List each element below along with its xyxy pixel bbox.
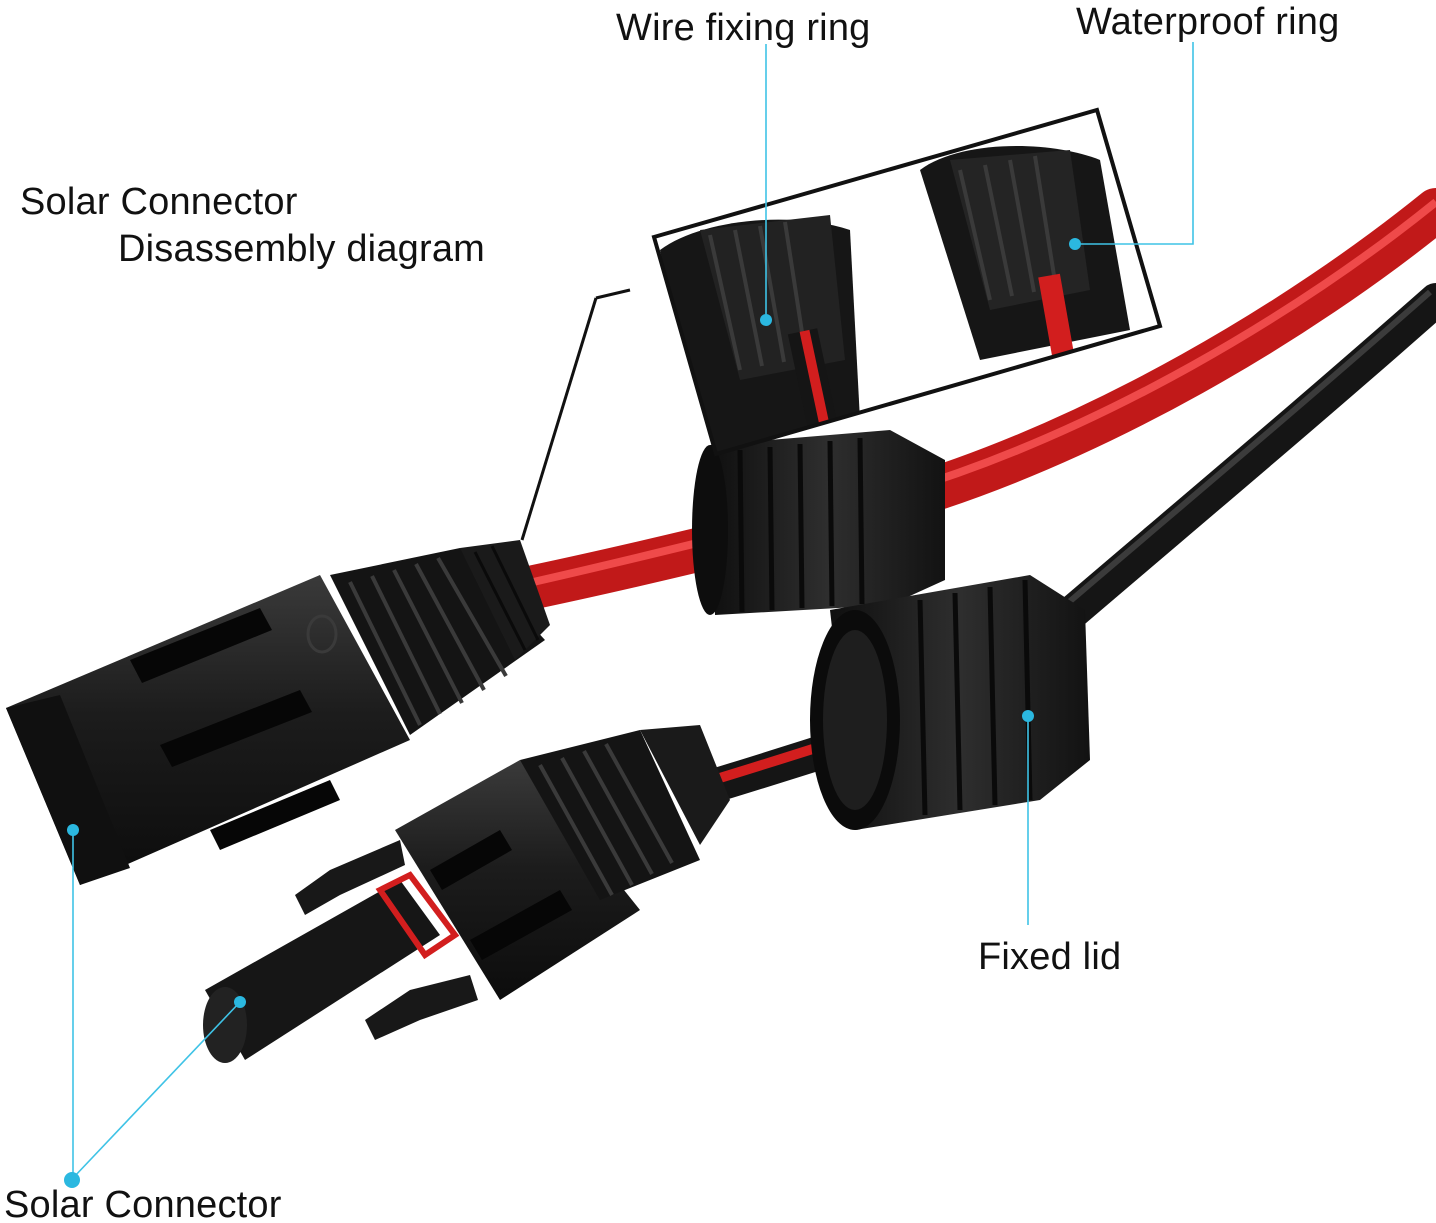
label-waterproof-ring: Waterproof ring [1076,1,1340,43]
callouts [72,42,1194,1179]
black-wire [1023,283,1436,657]
diagram-title-line-2: Disassembly diagram [118,228,486,270]
fixed-lid-cap [810,575,1090,830]
female-connector [6,540,550,885]
diagram-title-line-1: Solar Connector [20,181,298,223]
label-solar-connector: Solar Connector [4,1184,282,1223]
callout-dots [64,238,1081,1188]
label-wire-fixing-ring: Wire fixing ring [616,7,871,49]
male-connector [203,725,730,1063]
upper-cap-nut [692,430,945,615]
label-fixed-lid: Fixed lid [978,936,1122,978]
